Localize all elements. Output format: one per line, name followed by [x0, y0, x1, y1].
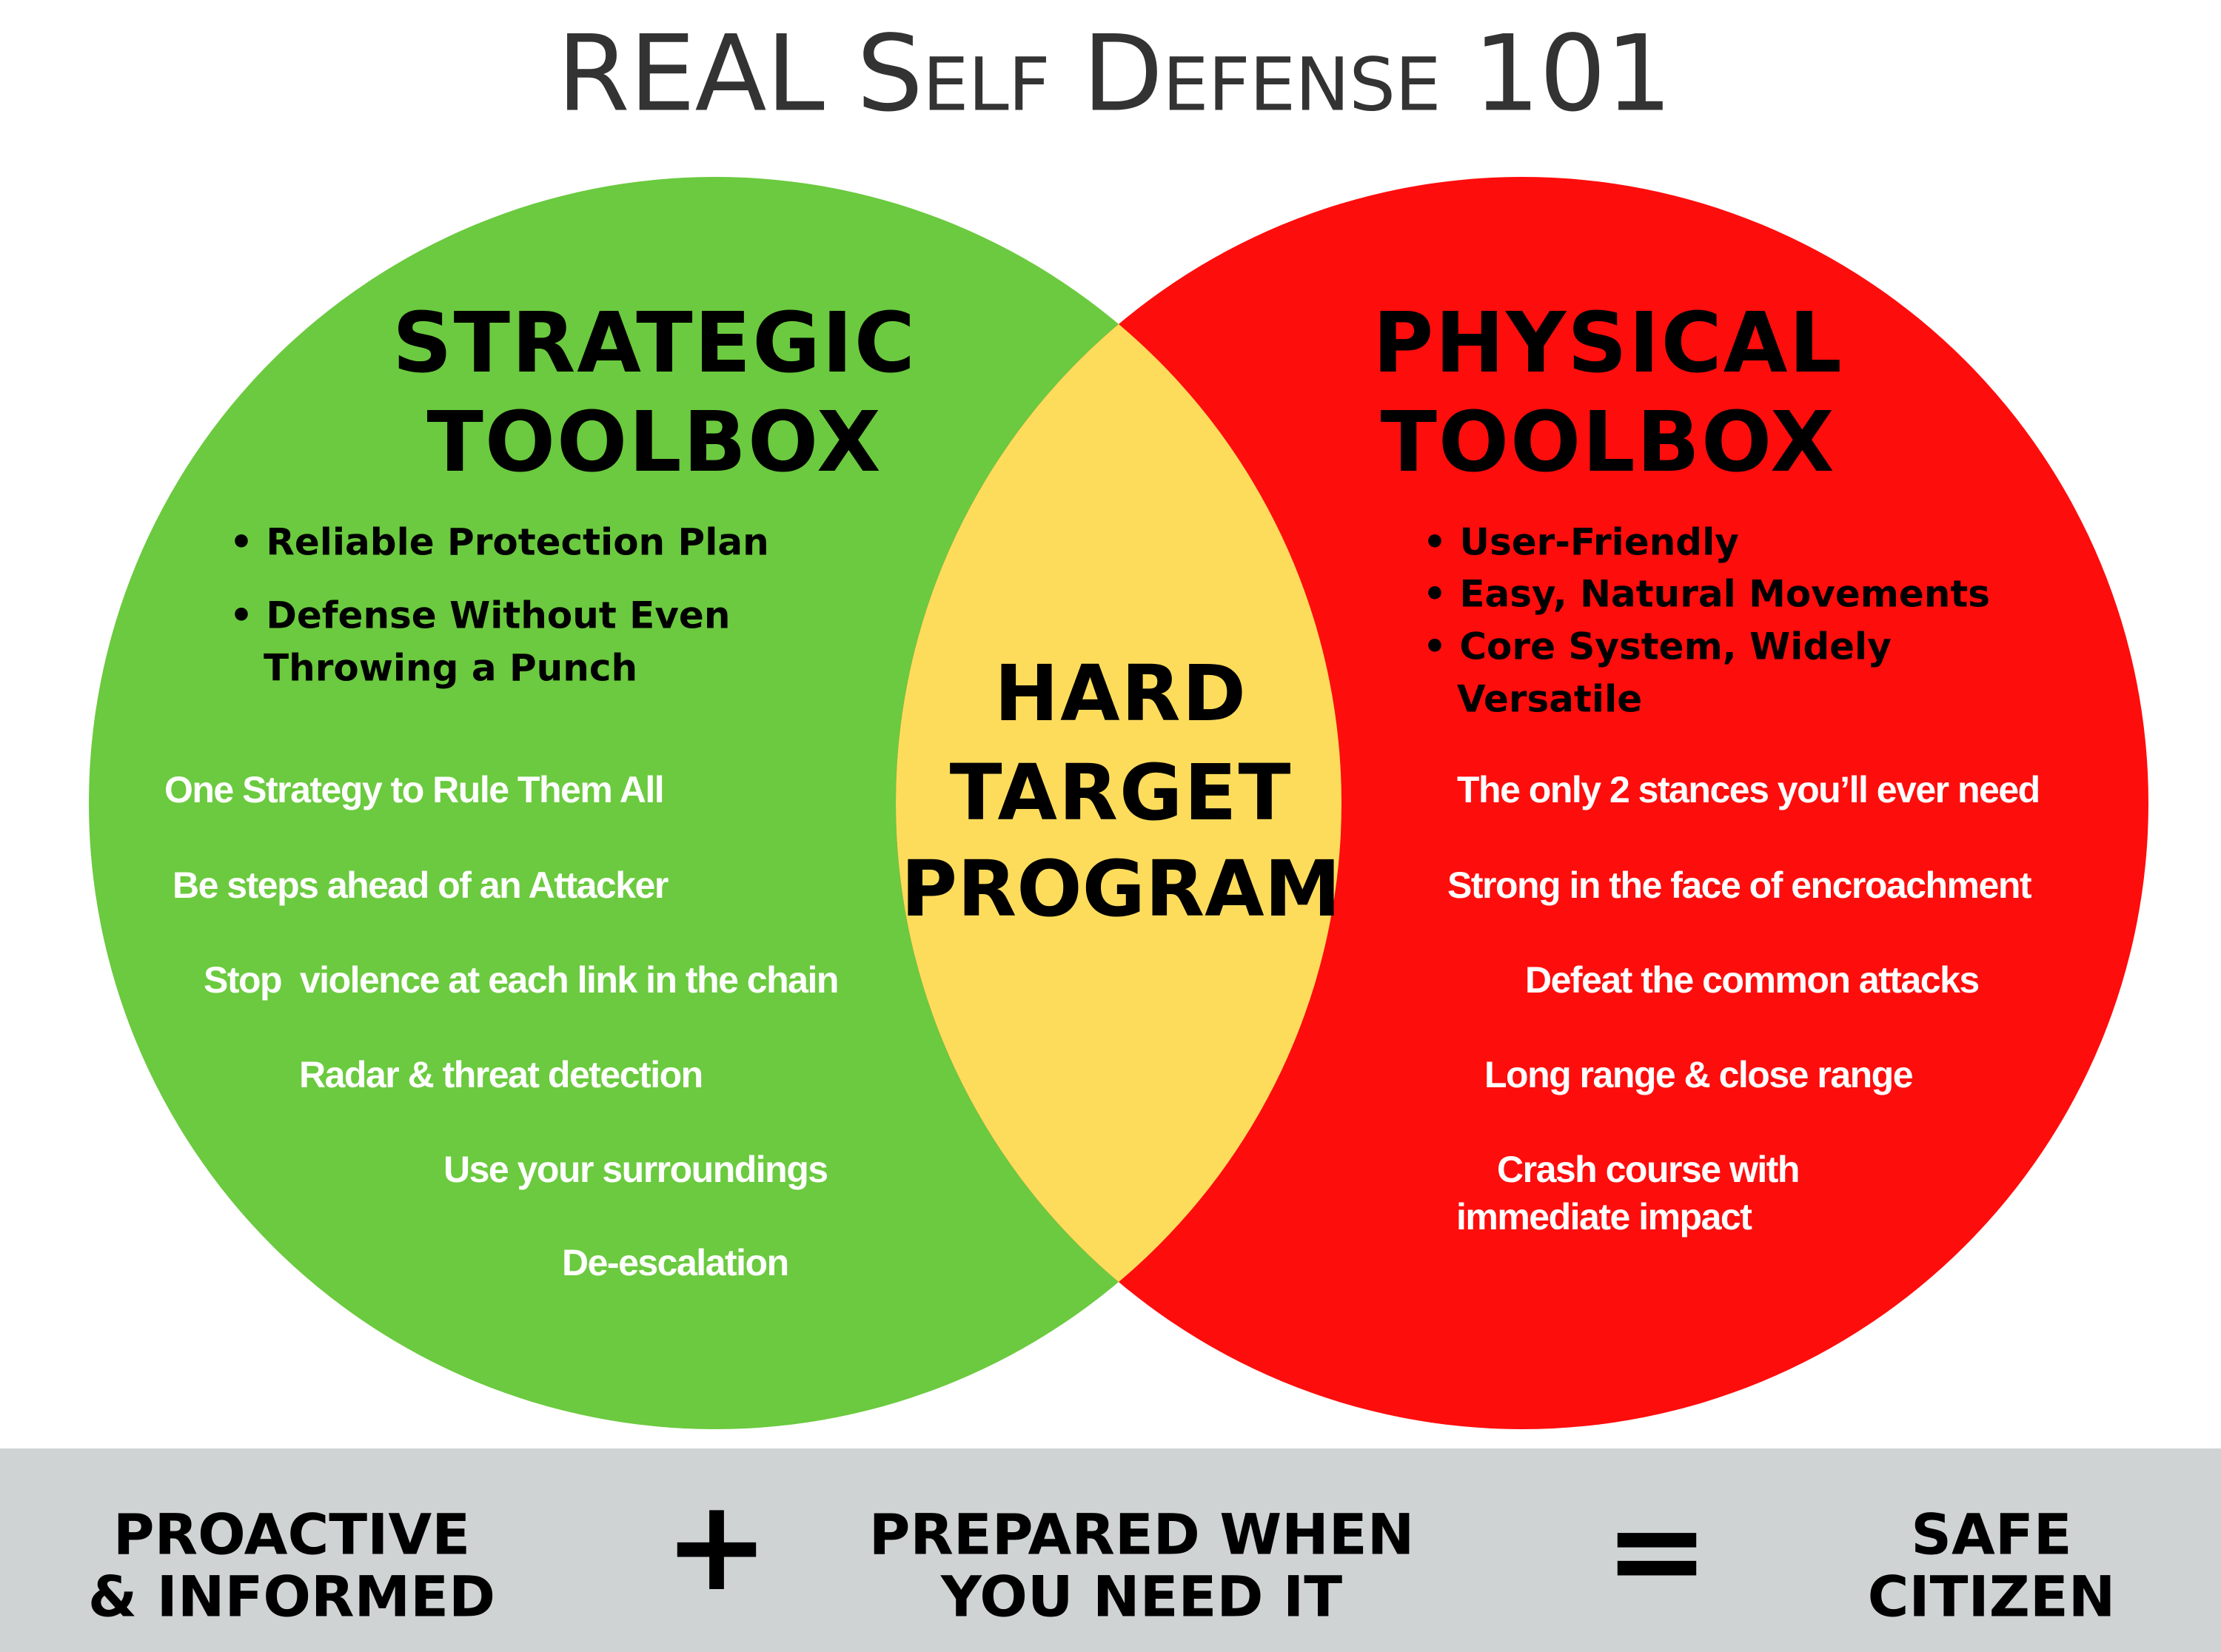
physical-bullet: • Easy, Natural Movements	[1423, 572, 1991, 616]
physical-heading-line2: TOOLBOX	[1380, 394, 1836, 491]
equation-bar	[0, 1448, 2221, 1652]
physical-bullet: • User-Friendly	[1423, 520, 1739, 564]
strategic-heading-line2: TOOLBOX	[426, 394, 882, 491]
strategic-bullet: • Reliable Protection Plan	[230, 520, 769, 564]
strategic-item: De-escalation	[562, 1242, 789, 1283]
term-line: PREPARED WHEN	[868, 1501, 1415, 1568]
overlap-region	[896, 177, 1341, 1429]
physical-bullet: • Core System, Widely	[1423, 625, 1892, 668]
physical-item-cont: immediate impact	[1456, 1196, 1752, 1238]
equation-term-proactive: PROACTIVE & INFORMED	[88, 1503, 495, 1627]
term-line: YOU NEED IT	[940, 1563, 1343, 1629]
term-line: PROACTIVE	[113, 1501, 471, 1568]
physical-item: Crash course with	[1497, 1149, 1800, 1190]
physical-item: Strong in the face of encroachment	[1447, 864, 2032, 906]
physical-heading-line1: PHYSICAL	[1373, 295, 1843, 392]
equation-term-prepared: PREPARED WHEN YOU NEED IT	[869, 1503, 1415, 1627]
strategic-heading-line1: STRATEGIC	[392, 295, 917, 392]
term-line: & INFORMED	[87, 1563, 496, 1629]
strategic-item: Use your surroundings	[443, 1149, 828, 1190]
hard-target-line1: HARD	[994, 648, 1247, 739]
strategic-item: One Strategy to Rule Them All	[164, 769, 665, 810]
physical-item: Defeat the common attacks	[1525, 959, 1980, 1001]
physical-item: Long range & close range	[1484, 1054, 1914, 1095]
equals-icon: =	[1604, 1477, 1710, 1624]
strategic-bullet-cont: Throwing a Punch	[264, 646, 638, 690]
physical-item: The only 2 stances you’ll ever need	[1457, 769, 2040, 810]
term-line: CITIZEN	[1867, 1563, 2116, 1629]
hard-target-line3: PROGRAM	[900, 844, 1341, 934]
equation-result: SAFE CITIZEN	[1868, 1503, 2116, 1627]
hard-target-line2: TARGET	[949, 748, 1293, 838]
strategic-bullet: • Defense Without Even	[230, 594, 731, 637]
strategic-item: Stop violence at each link in the chain	[204, 959, 839, 1001]
strategic-item: Be steps ahead of an Attacker	[172, 864, 669, 906]
plus-icon: +	[663, 1473, 770, 1619]
page-title: REAL Self Defense 101	[557, 13, 1672, 135]
physical-bullet-cont: Versatile	[1457, 677, 1643, 721]
term-line: SAFE	[1911, 1501, 2072, 1568]
strategic-item: Radar & threat detection	[299, 1054, 703, 1095]
